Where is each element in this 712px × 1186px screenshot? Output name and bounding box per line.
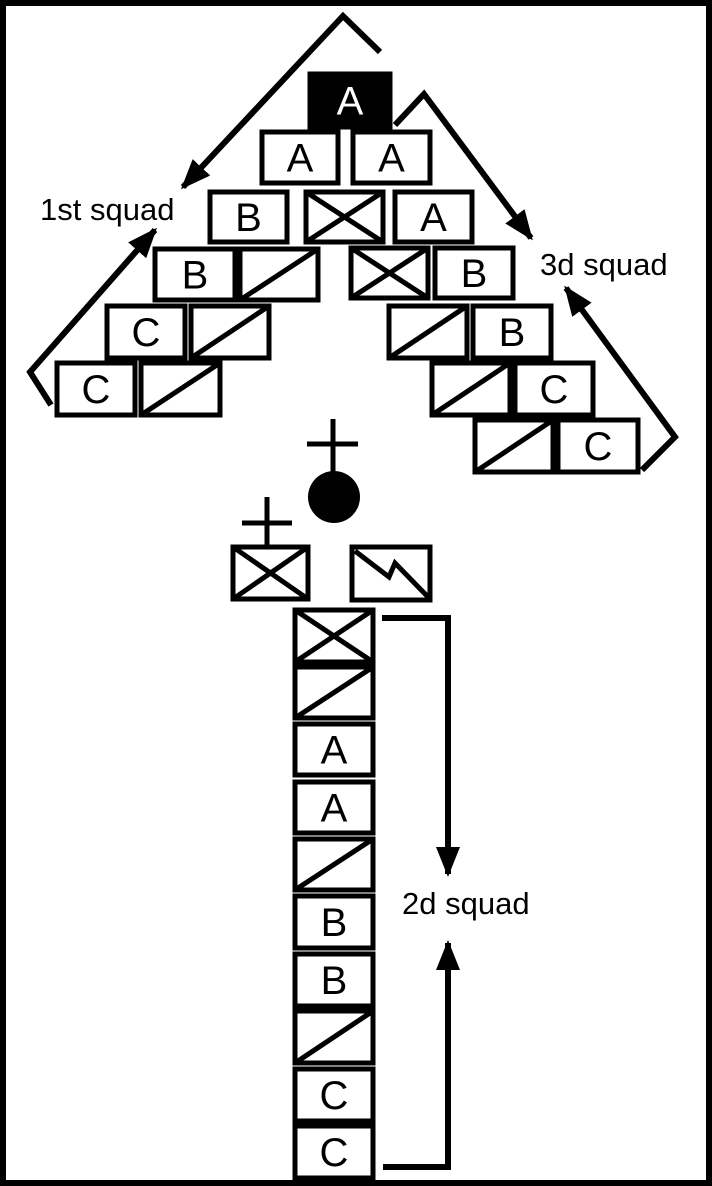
soldier-box: B <box>152 246 238 303</box>
box-letter: C <box>132 311 161 355</box>
label-3d-squad: 3d squad <box>540 247 668 282</box>
cross-marker-lower <box>242 497 292 546</box>
soldier-box: C <box>512 360 596 418</box>
team-leader-box <box>292 836 376 893</box>
box-letter: B <box>235 196 262 240</box>
team-leader-box <box>429 360 513 418</box>
arrow-3d-squad-lead <box>392 89 534 241</box>
box-letter: C <box>320 1074 349 1118</box>
lightning-bolt-icon <box>353 549 430 599</box>
box-letter: B <box>321 901 348 945</box>
label-1st-squad: 1st squad <box>40 192 175 227</box>
filled-circle-marker <box>308 471 360 523</box>
box-letter: A <box>321 729 348 773</box>
label-2d-squad: 2d squad <box>402 886 530 921</box>
team-leader-box <box>292 1008 376 1066</box>
soldier-box: A <box>392 189 475 245</box>
soldier-box: B <box>292 951 376 1009</box>
box-letter: C <box>320 1131 349 1175</box>
soldier-box: A <box>292 721 376 778</box>
arrows-layer <box>26 11 679 1170</box>
arrow-2d-squad-up <box>383 940 460 1170</box>
arrow-2d-squad-down <box>382 615 460 877</box>
box-letter: B <box>182 254 209 298</box>
soldier-box: B <box>292 893 376 951</box>
box-letter: A <box>420 196 447 240</box>
arrow-1st-squad-return <box>26 227 158 407</box>
team-leader-box <box>237 246 321 303</box>
soldier-box: A <box>292 779 376 836</box>
soldier-box: A <box>350 129 433 186</box>
box-letter: C <box>82 368 111 412</box>
soldier-box: B <box>207 189 290 245</box>
box-letter: B <box>499 311 526 355</box>
soldier-box: A <box>259 129 341 186</box>
soldier-box: C <box>555 417 641 475</box>
platoon-leader-box: A <box>307 71 393 130</box>
soldier-box: B <box>432 245 516 301</box>
squad-leader-box <box>292 607 376 665</box>
command-group-layer <box>242 419 360 546</box>
radio-operator-box <box>349 544 433 603</box>
box-letter: A <box>287 137 314 181</box>
arrow-1st-squad-lead <box>180 11 383 190</box>
box-letter: A <box>321 787 348 831</box>
team-leader-box <box>292 664 376 721</box>
squad-leader-box <box>303 189 386 245</box>
soldier-box: C <box>104 303 188 361</box>
arrow-3d-squad-return <box>563 285 679 473</box>
squad-leader-box <box>230 544 311 602</box>
team-leader-box <box>138 360 223 418</box>
team-leader-box <box>386 303 470 361</box>
soldier-box: B <box>470 303 554 361</box>
soldier-box: C <box>292 1066 376 1124</box>
box-letter: A <box>337 80 364 124</box>
box-letter: C <box>540 368 569 412</box>
cross-marker-upper <box>307 419 358 472</box>
team-leader-box <box>472 417 556 475</box>
box-letter: A <box>378 137 405 181</box>
box-letter: B <box>461 252 488 296</box>
soldier-box: C <box>54 360 138 418</box>
soldier-box: C <box>292 1123 376 1181</box>
box-letter: B <box>321 959 348 1003</box>
squad-leader-box <box>348 245 431 301</box>
box-letter: C <box>584 425 613 469</box>
team-leader-box <box>188 303 272 361</box>
